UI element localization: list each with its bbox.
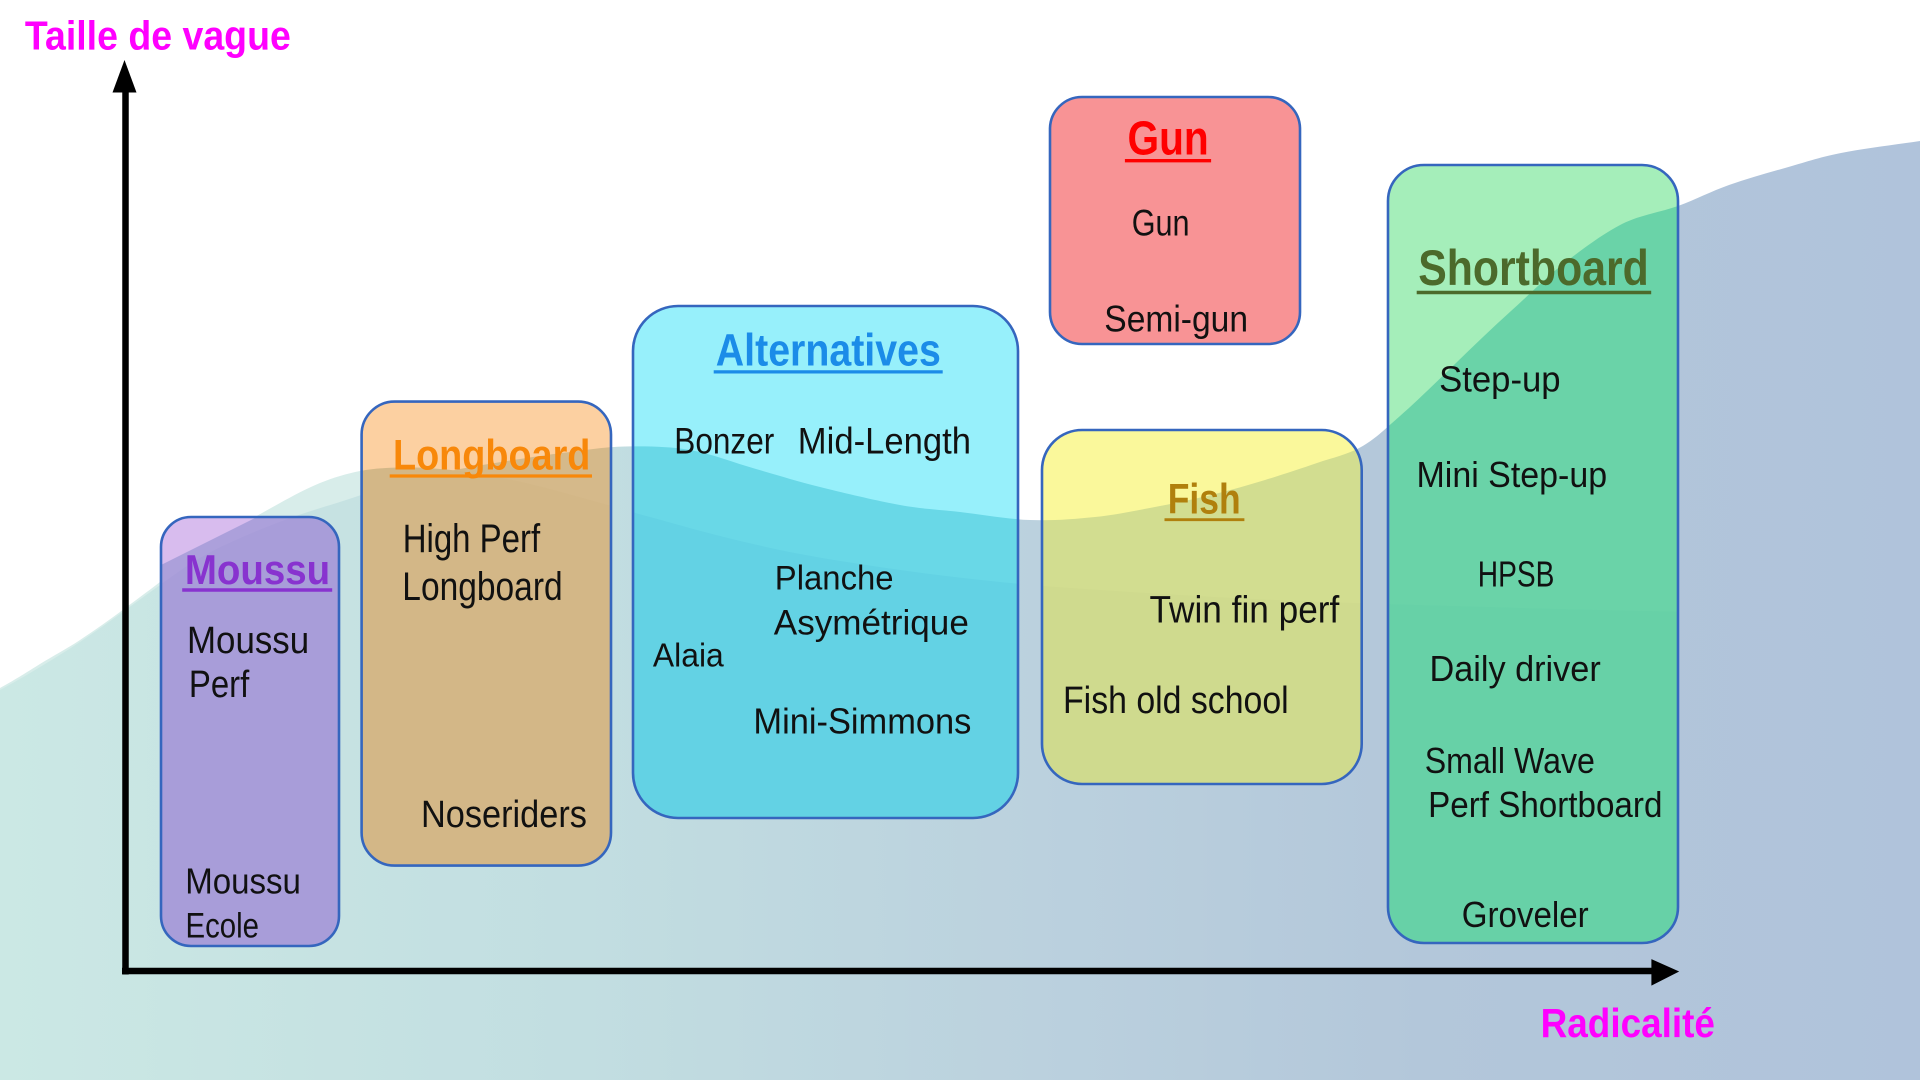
svg-text:Semi-gun: Semi-gun — [1104, 299, 1248, 340]
svg-text:Longboard: Longboard — [402, 564, 562, 608]
svg-text:Twin fin perf: Twin fin perf — [1150, 588, 1341, 630]
svg-text:Perf: Perf — [189, 663, 250, 706]
svg-text:High Perf: High Perf — [403, 516, 541, 560]
svg-text:Small Wave: Small Wave — [1425, 741, 1595, 781]
svg-text:Perf Shortboard: Perf Shortboard — [1428, 785, 1662, 826]
svg-text:Fish old school: Fish old school — [1063, 679, 1289, 721]
svg-text:Bonzer: Bonzer — [674, 421, 774, 462]
svg-text:Planche: Planche — [775, 560, 894, 598]
svg-text:Alaia: Alaia — [653, 637, 725, 674]
svg-text:Radicalité: Radicalité — [1541, 1001, 1715, 1046]
svg-text:Groveler: Groveler — [1462, 894, 1589, 935]
svg-text:Shortboard: Shortboard — [1418, 240, 1649, 296]
svg-text:Moussu: Moussu — [187, 619, 309, 662]
svg-text:Mini-Simmons: Mini-Simmons — [753, 702, 971, 742]
svg-text:Moussu: Moussu — [185, 545, 330, 593]
svg-text:Gun: Gun — [1127, 112, 1208, 165]
svg-text:Longboard: Longboard — [393, 432, 590, 480]
svg-text:Fish: Fish — [1168, 475, 1241, 523]
svg-text:Asymétrique: Asymétrique — [774, 603, 969, 642]
svg-text:Alternatives: Alternatives — [716, 325, 941, 375]
svg-text:Step-up: Step-up — [1439, 359, 1560, 400]
svg-text:Ecole: Ecole — [186, 905, 260, 945]
svg-text:Moussu: Moussu — [185, 862, 301, 902]
svg-text:Noseriders: Noseriders — [421, 792, 587, 835]
svg-text:Mid-Length: Mid-Length — [798, 420, 971, 461]
svg-text:Daily driver: Daily driver — [1430, 649, 1601, 689]
svg-text:Taille de vague: Taille de vague — [25, 13, 291, 59]
svg-text:HPSB: HPSB — [1478, 554, 1555, 594]
svg-text:Gun: Gun — [1132, 203, 1190, 244]
svg-text:Mini Step-up: Mini Step-up — [1417, 455, 1608, 495]
